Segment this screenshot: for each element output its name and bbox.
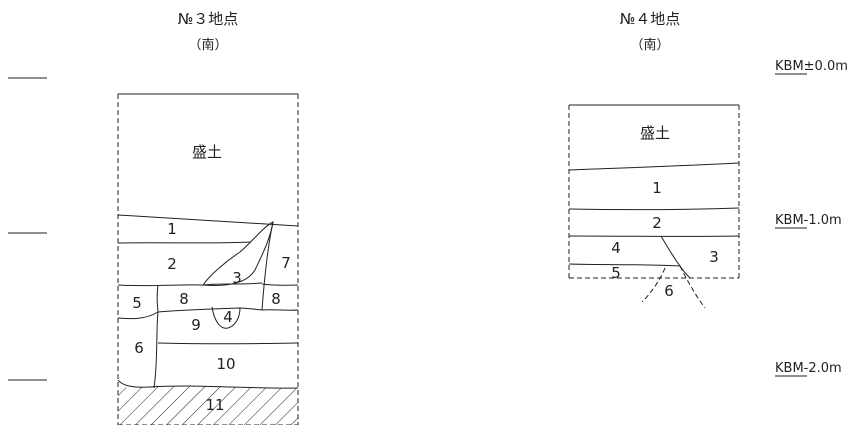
site4-fill-label: 盛土 <box>640 124 670 142</box>
site3-section <box>117 93 299 425</box>
site4-direction: （南） <box>630 37 669 53</box>
site4-layer-3: 3 <box>709 248 719 266</box>
site3-layer-4: 4 <box>223 308 233 326</box>
site3-fill-label: 盛土 <box>192 143 222 161</box>
site3-layer-7: 7 <box>281 254 291 272</box>
site3-layer-11-hatch <box>118 385 298 425</box>
site3-layer-10: 10 <box>216 355 235 373</box>
site3-layer-11: 11 <box>205 396 224 414</box>
level-label-1: KBM-1.0m <box>775 213 842 228</box>
site4-title: №４地点 <box>620 10 681 28</box>
site3-layer-5: 5 <box>132 294 142 312</box>
site4-layer-2: 2 <box>652 214 662 232</box>
site3-layer-9: 9 <box>191 316 201 334</box>
site4-layer-6: 6 <box>664 282 674 300</box>
site4-layer-4: 4 <box>611 239 621 257</box>
site3-layer-1: 1 <box>167 220 177 238</box>
site3-title: №３地点 <box>178 10 239 28</box>
site3-layer-2: 2 <box>167 255 177 273</box>
level-label-0: KBM±0.0m <box>775 59 848 74</box>
level-label-2: KBM-2.0m <box>775 361 842 376</box>
site3-layer-8-right: 8 <box>271 290 281 308</box>
site4-layer-1: 1 <box>652 179 662 197</box>
site3-direction: （南） <box>188 37 227 53</box>
site3-layer-8-left: 8 <box>179 290 189 308</box>
site3-layer-6: 6 <box>134 339 144 357</box>
site4-layer-5: 5 <box>611 264 621 282</box>
site3-layer-3: 3 <box>232 269 242 287</box>
site4-section <box>568 104 740 309</box>
